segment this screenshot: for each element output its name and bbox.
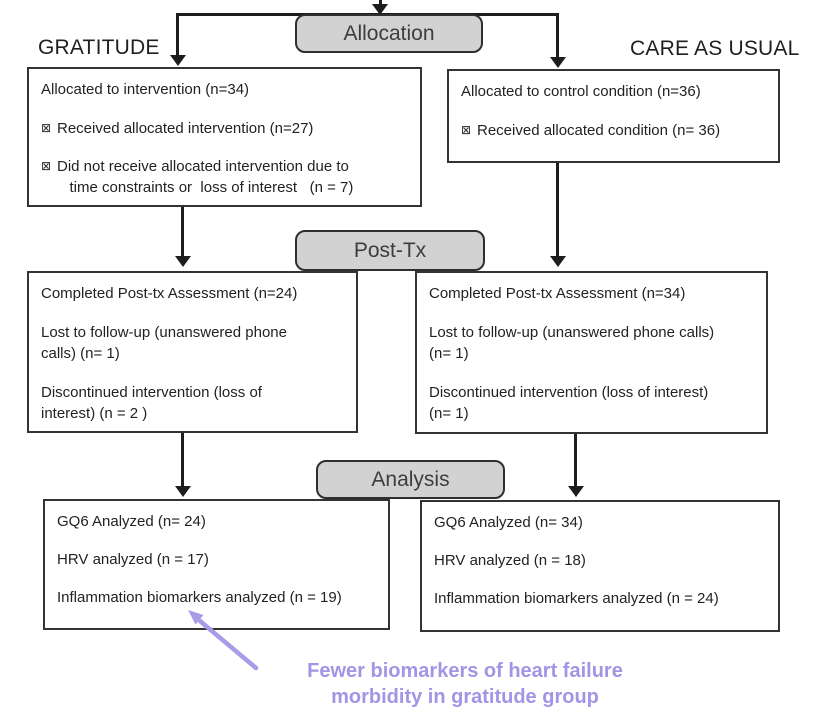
connector-line — [181, 433, 184, 487]
box-text-line: Completed Post-tx Assessment (n=24) — [41, 285, 298, 302]
box-analysis-intervention: GQ6 Analyzed (n= 24) HRV analyzed (n = 1… — [43, 499, 390, 630]
box-posttx-control: Completed Post-tx Assessment (n=34) Lost… — [415, 271, 768, 434]
group-label-gratitude: GRATITUDE — [38, 36, 160, 59]
box-text-line: Did not receive allocated intervention d… — [57, 158, 354, 196]
box-bullet-item: ⊠ Did not receive allocated intervention… — [41, 156, 408, 198]
box-posttx-intervention: Completed Post-tx Assessment (n=24) Lost… — [27, 271, 358, 433]
arrow-down-icon — [175, 486, 191, 497]
stage-badge-label: Allocation — [343, 21, 435, 45]
group-label-care-as-usual: CARE AS USUAL — [630, 37, 800, 60]
box-allocation-control: Allocated to control condition (n=36) ⊠ … — [447, 69, 780, 163]
stage-badge-label: Analysis — [371, 467, 450, 491]
checkbox-x-icon: ⊠ — [41, 159, 52, 173]
box-text-line: Allocated to intervention (n=34) — [41, 81, 250, 98]
connector-line — [379, 0, 382, 7]
stage-badge-label: Post-Tx — [353, 238, 427, 262]
box-text-line: Inflammation biomarkers analyzed (n = 19… — [57, 589, 342, 606]
stage-badge-post-tx: Post-Tx — [295, 230, 485, 271]
checkbox-x-icon: ⊠ — [461, 123, 472, 137]
arrow-down-icon — [372, 4, 388, 15]
connector-line — [176, 13, 179, 57]
box-text-line: Completed Post-tx Assessment (n=34) — [429, 285, 686, 302]
arrow-down-icon — [550, 256, 566, 267]
box-text-line: Received allocated condition (n= 36) — [477, 122, 721, 139]
connector-line — [574, 434, 577, 488]
box-text-line: Lost to follow-up (unanswered phone call… — [429, 324, 715, 362]
box-text-line: Discontinued intervention (loss of inter… — [41, 384, 262, 422]
box-text-line: Received allocated intervention (n=27) — [57, 120, 314, 137]
arrow-down-icon — [568, 486, 584, 497]
box-text-line: Lost to follow-up (unanswered phone call… — [41, 324, 287, 362]
stage-badge-analysis: Analysis — [316, 460, 505, 499]
box-text-line: GQ6 Analyzed (n= 24) — [57, 513, 206, 530]
box-bullet-item: ⊠ Received allocated intervention (n=27) — [41, 118, 408, 139]
box-analysis-control: GQ6 Analyzed (n= 34) HRV analyzed (n = 1… — [420, 500, 780, 632]
box-text-line: Inflammation biomarkers analyzed (n = 24… — [434, 590, 719, 607]
arrow-down-icon — [175, 256, 191, 267]
box-text-line: Discontinued intervention (loss of inter… — [429, 384, 709, 422]
box-text-line: Allocated to control condition (n=36) — [461, 83, 701, 100]
annotation-arrow-icon — [188, 610, 259, 671]
box-text-line: HRV analyzed (n = 18) — [434, 552, 586, 569]
stage-badge-allocation: Allocation — [295, 14, 483, 53]
box-text-line: HRV analyzed (n = 17) — [57, 551, 209, 568]
box-allocation-intervention: Allocated to intervention (n=34) ⊠ Recei… — [27, 67, 422, 207]
connector-line — [556, 13, 559, 59]
box-bullet-item: ⊠ Received allocated condition (n= 36) — [461, 120, 766, 141]
connector-line — [181, 207, 184, 259]
box-text-line: GQ6 Analyzed (n= 34) — [434, 514, 583, 531]
arrow-down-icon — [550, 57, 566, 68]
connector-line — [556, 163, 559, 258]
arrow-down-icon — [170, 55, 186, 66]
checkbox-x-icon: ⊠ — [41, 121, 52, 135]
annotation-text: Fewer biomarkers of heart failure morbid… — [307, 660, 623, 708]
